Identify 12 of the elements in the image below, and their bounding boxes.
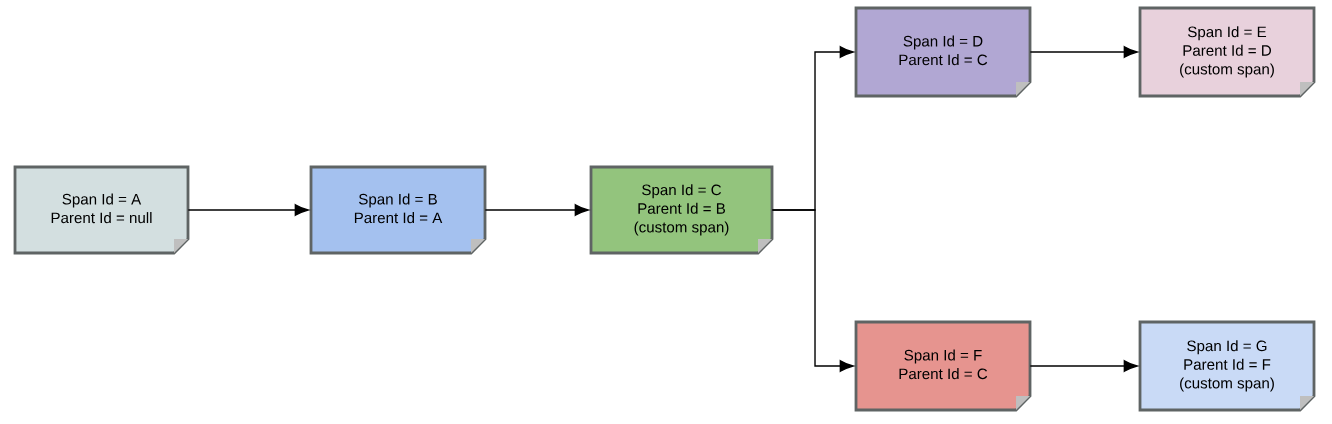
note-box: Span Id = D Parent Id = C: [854, 6, 1032, 98]
arrow: [187, 204, 309, 216]
arrow: [1029, 360, 1138, 372]
note-box: Span Id = A Parent Id = null: [13, 165, 190, 255]
note-box: Span Id = F Parent Id = C: [854, 320, 1032, 412]
note-box: Span Id = G Parent Id = F (custom span): [1138, 320, 1316, 412]
arrow: [484, 204, 589, 216]
note-box: Span Id = C Parent Id = B (custom span): [589, 165, 774, 255]
arrow: [1029, 46, 1138, 58]
note-box: Span Id = E Parent Id = D (custom span): [1138, 6, 1316, 98]
note-box: Span Id = B Parent Id = A: [309, 165, 487, 255]
arrow: [771, 209, 854, 372]
